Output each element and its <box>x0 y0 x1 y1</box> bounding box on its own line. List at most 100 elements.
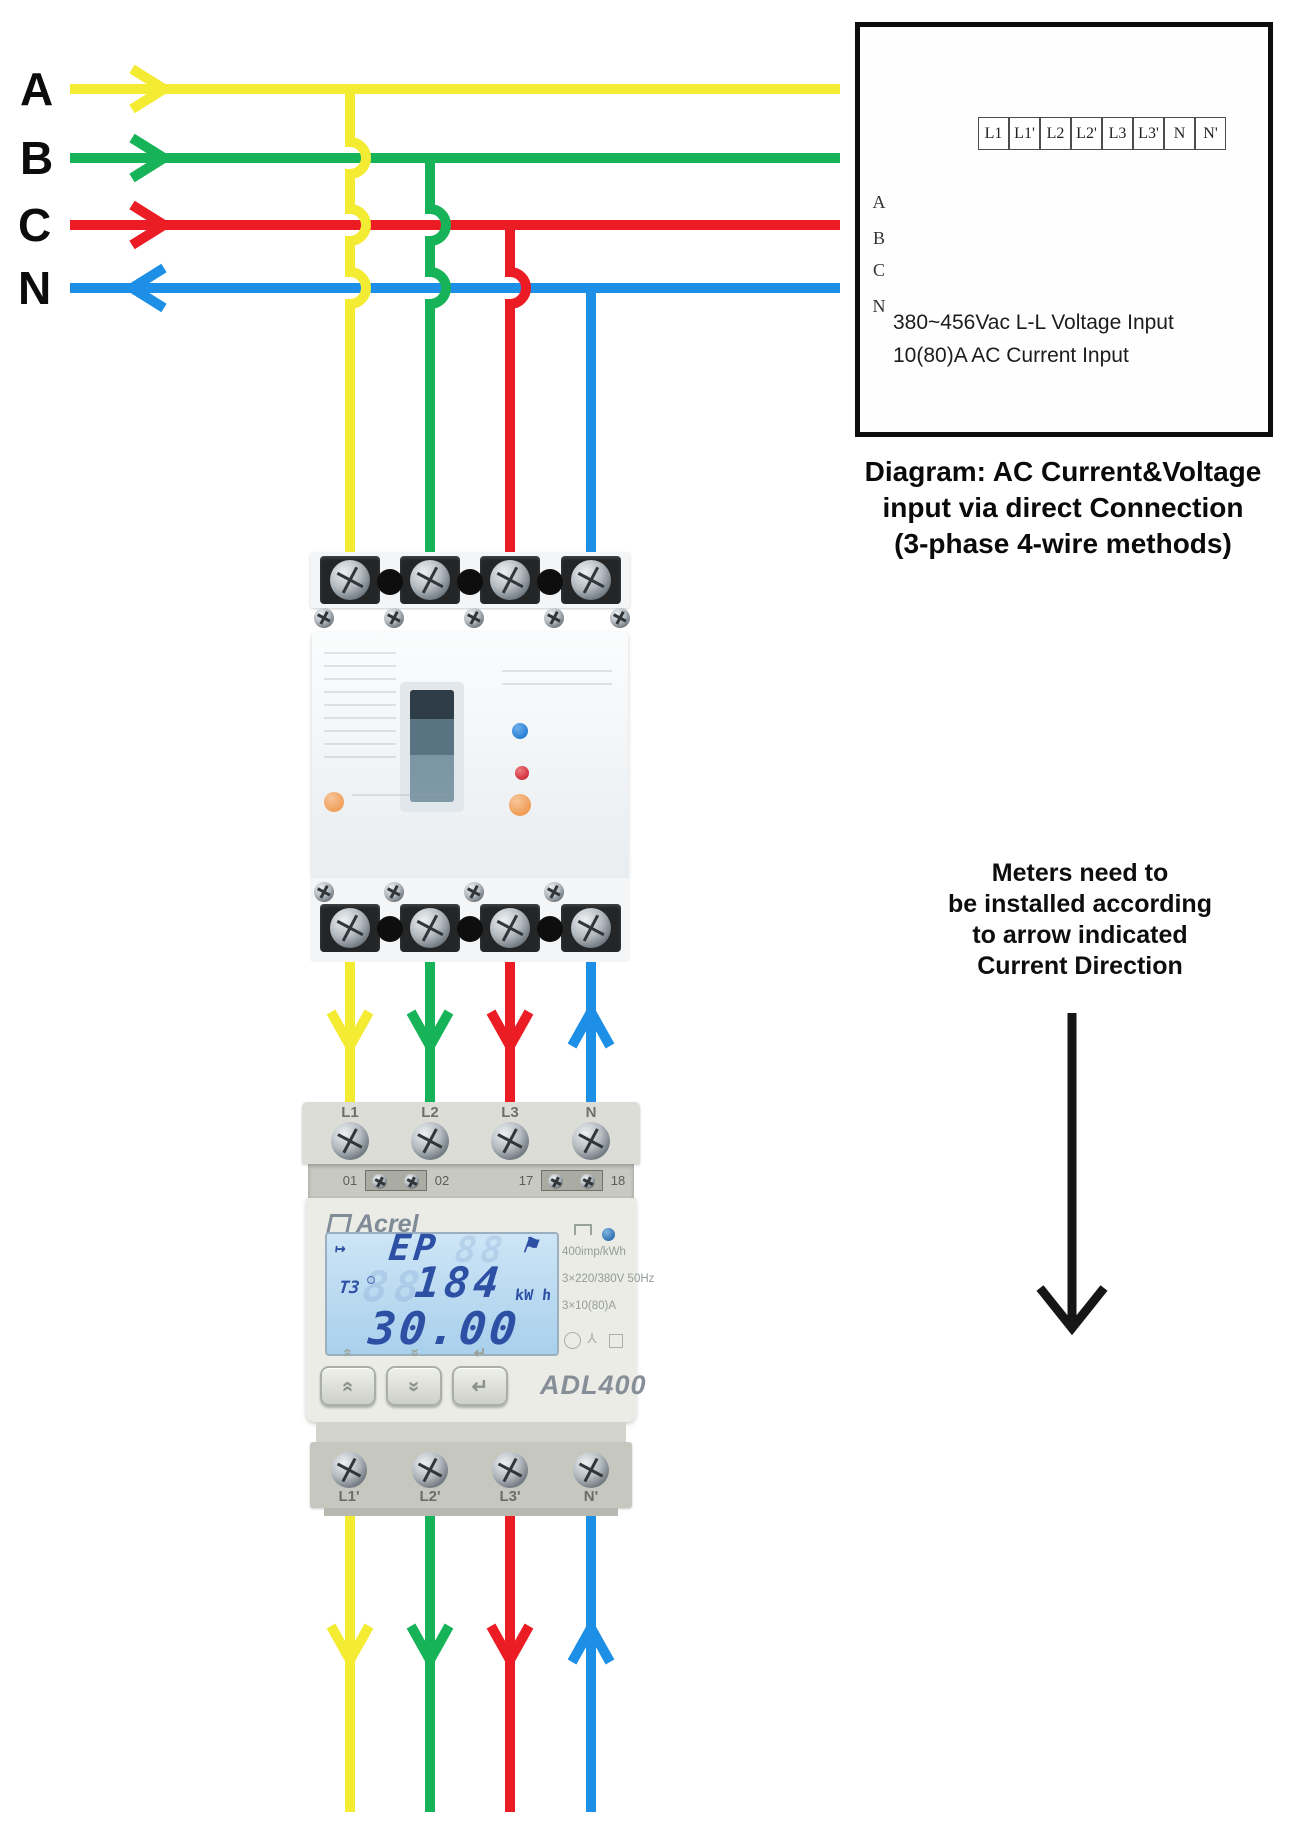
bus-wires <box>70 64 840 313</box>
terminal-screw <box>331 1122 369 1160</box>
installation-note: Meters need to be installed according to… <box>880 858 1280 982</box>
accuracy-class-icon <box>564 1332 581 1349</box>
orange-reset-button <box>509 794 531 816</box>
terminal-screw <box>410 560 450 600</box>
meter-terminal-label-l1: L1 <box>341 1104 359 1121</box>
meter-model: ADL400 <box>540 1370 647 1400</box>
box-spec-text: 380~456Vac L-L Voltage Input 10(80)A AC … <box>893 306 1253 372</box>
note-line-4: Current Direction <box>977 952 1183 980</box>
meter-aux-terminal-strip: 01 02 17 18 <box>308 1164 634 1198</box>
insulation-class-icon <box>609 1334 623 1348</box>
current-input-spec: 10(80)A AC Current Input <box>893 344 1129 367</box>
terminal-screw <box>410 908 450 948</box>
aux-terminal-label-17: 17 <box>518 1173 534 1188</box>
terminal-hole <box>457 916 483 942</box>
breaker-body <box>312 632 628 880</box>
phase-c-drop-wire <box>505 225 531 560</box>
arrow-down-icon <box>486 1623 534 1671</box>
terminal-cell-l3p: L3' <box>1133 117 1164 150</box>
aux-terminal-block <box>365 1170 427 1191</box>
arrow-up-icon <box>567 1617 615 1665</box>
note-line-3: to arrow indicated <box>972 921 1188 949</box>
arrow-down-icon <box>326 1623 374 1671</box>
caption-line-2: input via direct Connection <box>882 492 1244 523</box>
fixing-screw <box>314 608 334 628</box>
terminal-cell-l2p: L2' <box>1071 117 1102 150</box>
box-row-n-label: N <box>872 296 886 316</box>
drop-wires <box>345 89 596 560</box>
meter-face: Acrel ↦ 88 EP ⚑ T3 88 184 kW h 30.00 400… <box>306 1198 654 1422</box>
breaker-label-strip <box>352 794 452 806</box>
load-wires <box>326 1500 615 1812</box>
meter-terminal-label-l2: L2 <box>421 1104 439 1121</box>
aux-terminal-block <box>541 1170 603 1191</box>
aux-screw <box>372 1174 387 1189</box>
chevron-down-icon: « <box>402 1380 425 1392</box>
pulse-icon <box>574 1224 592 1235</box>
caption-line-3: (3-phase 4-wire methods) <box>894 528 1232 559</box>
tariff-marker-icon <box>367 1276 375 1284</box>
arrow-down-icon <box>1036 1285 1108 1336</box>
terminal-screw <box>411 1122 449 1160</box>
terminal-screw <box>572 1122 610 1160</box>
terminal-cell-np: N' <box>1195 117 1226 150</box>
terminal-screw <box>490 560 530 600</box>
fixing-screw <box>544 608 564 628</box>
arrow-right-icon <box>129 133 174 183</box>
energy-meter: L1 L2 L3 N 01 02 17 18 Acrel <box>302 1102 654 1516</box>
terminal-screw <box>573 1452 609 1488</box>
arrow-down-icon <box>406 1009 454 1057</box>
lcd-display: ↦ 88 EP ⚑ T3 88 184 kW h 30.00 <box>325 1228 559 1356</box>
box-row-b-label: B <box>872 228 885 248</box>
fixing-screw <box>384 882 404 902</box>
phase-b-label: B <box>20 132 54 184</box>
red-test-button <box>515 766 529 780</box>
aux-terminal-label-18: 18 <box>610 1173 626 1188</box>
note-line-1: Meters need to <box>991 859 1169 887</box>
aux-terminal-label-02: 02 <box>434 1173 450 1188</box>
aux-terminal-label-01: 01 <box>342 1173 358 1188</box>
terminal-cell-l1p: L1' <box>1009 117 1040 150</box>
arrow-up-icon <box>567 1001 615 1049</box>
meter-terminal-label-l2p: L2' <box>419 1488 441 1505</box>
fixing-screw <box>314 882 334 902</box>
terminal-cell-l3: L3 <box>1102 117 1133 150</box>
aux-screw <box>580 1174 595 1189</box>
meter-spec-impulse: 400imp/kWh <box>562 1246 626 1258</box>
meter-bottom-terminal-strip: L1' L2' L3' N' <box>310 1442 632 1508</box>
arrow-right-icon: ↦ <box>333 1238 347 1259</box>
meter-terminal-label-l3p: L3' <box>499 1488 521 1505</box>
caption-line-1: Diagram: AC Current&Voltage <box>864 456 1262 487</box>
fixing-screw <box>384 608 404 628</box>
breaker-toggle-switch <box>410 690 454 802</box>
lcd-tariff: T3 <box>337 1278 361 1298</box>
voltage-input-spec: 380~456Vac L-L Voltage Input <box>893 311 1174 334</box>
terminal-cell-l2: L2 <box>1040 117 1071 150</box>
terminal-screw <box>490 908 530 948</box>
breaker-to-meter-wires <box>326 950 615 1108</box>
terminal-screw <box>571 560 611 600</box>
blue-test-button <box>512 723 528 739</box>
lcd-value: 184 <box>412 1258 506 1307</box>
neutral-label: N <box>18 262 52 314</box>
current-direction-arrow <box>1036 1013 1108 1336</box>
phase-a-label: A <box>20 63 54 115</box>
terminal-screw <box>571 908 611 948</box>
flag-icon: ⚑ <box>521 1232 539 1258</box>
terminal-wiring-box <box>855 22 1273 437</box>
aux-screw <box>404 1174 419 1189</box>
arrow-down-icon <box>326 1009 374 1057</box>
wye-network-icon: Y <box>587 1329 598 1346</box>
diagram-caption: Diagram: AC Current&Voltage input via di… <box>845 454 1281 562</box>
meter-terminal-label-l1p: L1' <box>338 1488 360 1505</box>
pulse-led <box>602 1228 615 1241</box>
meter-bottom-lip <box>324 1508 618 1516</box>
terminal-screw <box>492 1452 528 1488</box>
chevron-up-icon: « <box>337 1380 360 1392</box>
terminal-cell-l1: L1 <box>978 117 1009 150</box>
arrow-down-icon <box>406 1623 454 1671</box>
enter-icon: ↵ <box>473 1345 487 1362</box>
breaker-markings-left <box>324 652 396 767</box>
aux-screw <box>548 1174 563 1189</box>
